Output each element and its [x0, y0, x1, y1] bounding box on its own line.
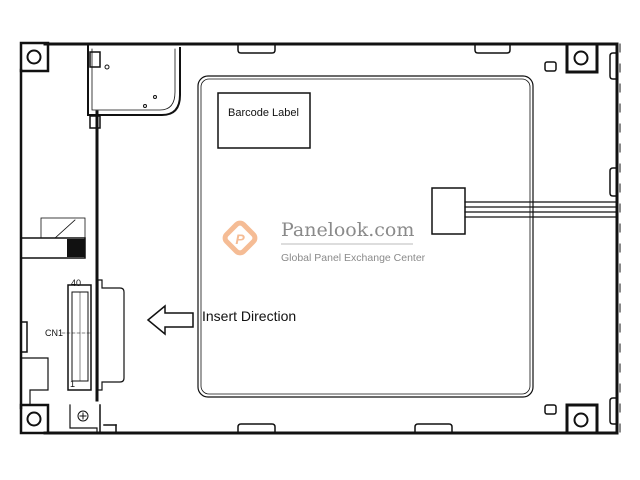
screw-icon — [77, 410, 89, 422]
logo-letter: P — [235, 231, 245, 247]
panelook-logo: P — [222, 220, 258, 256]
insert-arrow-icon — [146, 304, 194, 336]
mount-hole-top-left — [19, 41, 50, 73]
barcode-label-text: Barcode Label — [228, 107, 299, 119]
connector-bracket — [97, 279, 125, 391]
display-area — [197, 75, 534, 398]
watermark-brand: Panelook.com — [281, 219, 414, 241]
watermark-tagline: Global Panel Exchange Center — [281, 252, 426, 264]
backlight-cable — [464, 201, 618, 218]
pin-40-label: 40 — [71, 278, 81, 288]
mount-hole-bottom-right — [565, 403, 599, 435]
pin-1-label: 1 — [70, 379, 75, 389]
switch-outline — [40, 217, 86, 239]
insert-direction-label: Insert Direction — [202, 308, 296, 324]
cn1-label: CN1 — [45, 328, 63, 338]
mount-hole-top-right — [565, 42, 599, 74]
cn1-connector[interactable] — [61, 284, 93, 391]
flex-cover — [87, 44, 181, 116]
barcode-label-box — [217, 92, 311, 149]
mount-hole-bottom-left — [19, 403, 50, 435]
backlight-connector — [431, 187, 466, 235]
frame-tabs — [237, 44, 617, 433]
side-notch — [20, 321, 28, 353]
